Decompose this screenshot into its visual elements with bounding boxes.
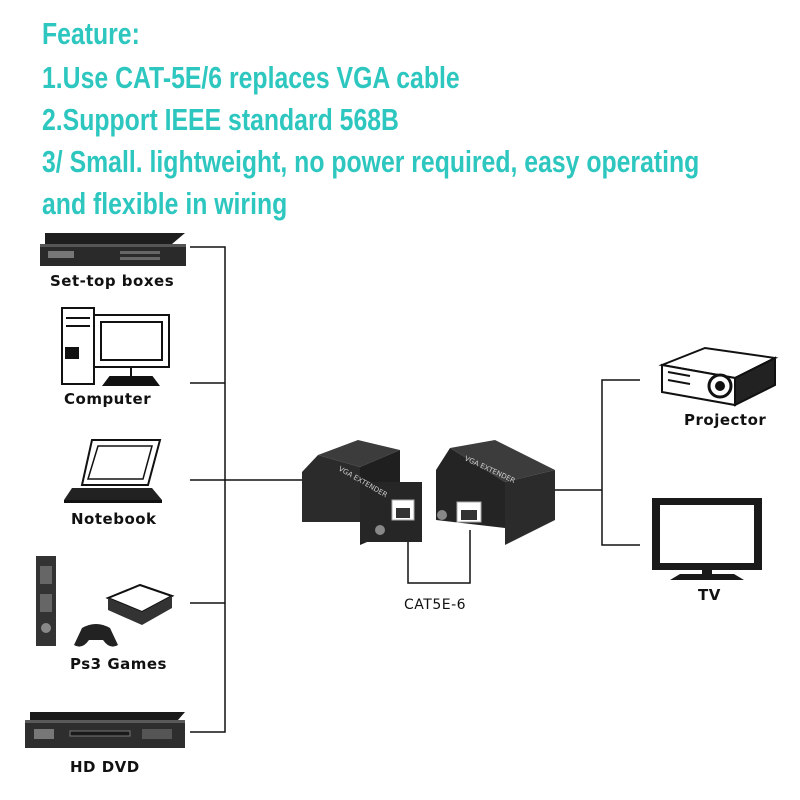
output-bus-line xyxy=(601,379,640,546)
tv-icon xyxy=(652,498,762,580)
feature-line-3: 3/ Small. lightweight, no power required… xyxy=(42,144,700,179)
game-console-icon xyxy=(36,556,175,647)
set-top-box-icon xyxy=(40,233,186,266)
computer-icon xyxy=(61,307,170,386)
label-projector: Projector xyxy=(684,411,767,429)
extender-unit-b: VGA EXTENDER xyxy=(436,440,555,545)
cat5-cable-line xyxy=(407,530,471,584)
feature-heading: Feature: xyxy=(42,16,140,51)
projector-icon xyxy=(658,346,779,407)
label-computer: Computer xyxy=(64,390,152,408)
extender-unit-a: VGA EXTENDER xyxy=(302,440,422,545)
feature-line-1: 1.Use CAT-5E/6 replaces VGA cable xyxy=(42,60,460,95)
connection-lines xyxy=(190,246,640,733)
feature-line-4: and flexible in wiring xyxy=(42,186,288,221)
notebook-icon xyxy=(64,439,162,503)
label-ps3-games: Ps3 Games xyxy=(70,655,167,673)
label-set-top-boxes: Set-top boxes xyxy=(50,272,175,290)
feature-line-2: 2.Support IEEE standard 568B xyxy=(42,102,399,137)
label-tv: TV xyxy=(698,586,721,604)
source-bus-line xyxy=(190,246,226,733)
label-notebook: Notebook xyxy=(71,510,157,528)
dvd-player-icon xyxy=(25,712,185,748)
label-hd-dvd: HD DVD xyxy=(70,758,140,776)
label-cat5e-6: CAT5E-6 xyxy=(404,597,467,613)
